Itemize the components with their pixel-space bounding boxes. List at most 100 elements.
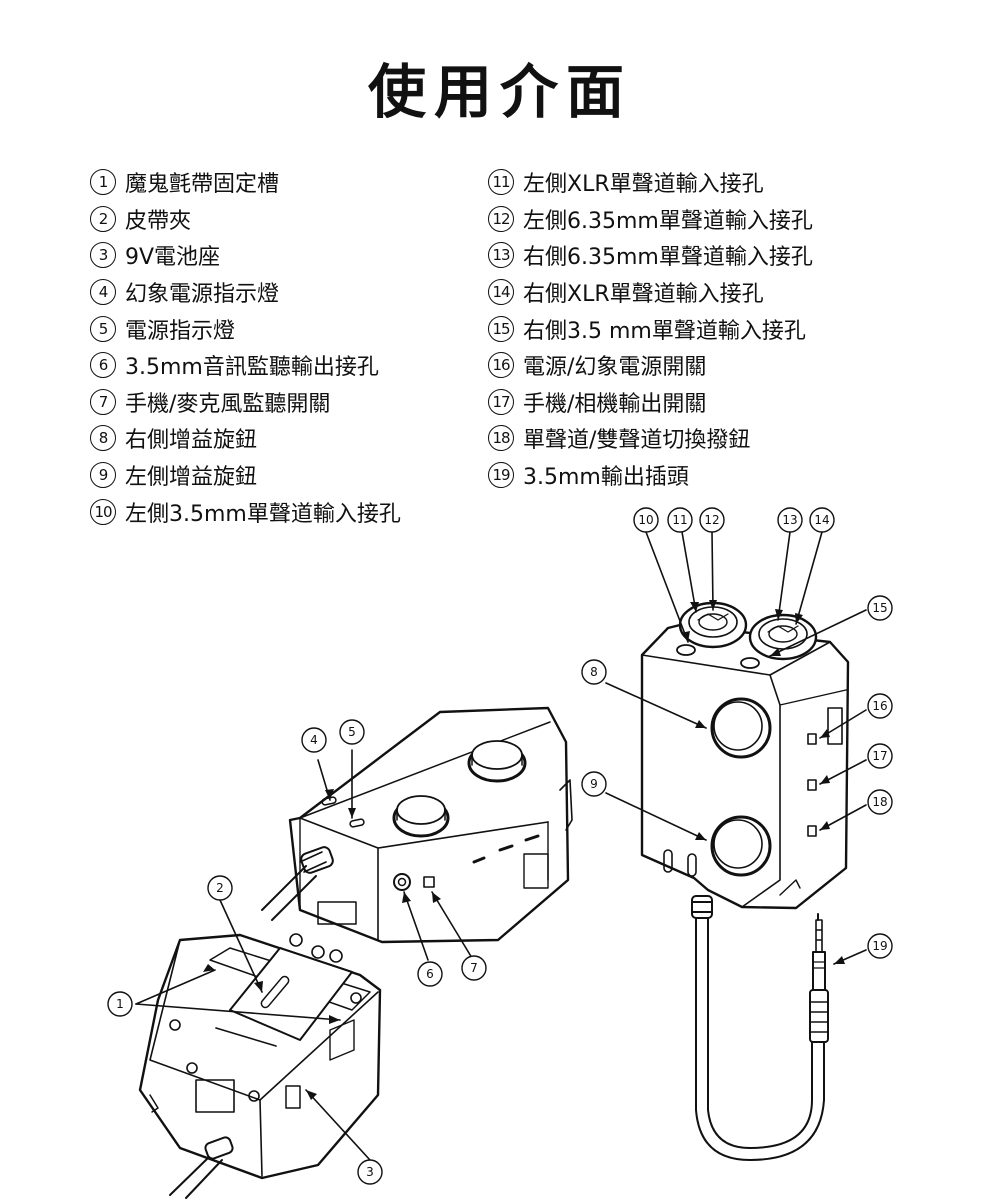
legend-number: 3 xyxy=(90,242,116,269)
legend-item: 3 9V電池座 xyxy=(90,237,401,274)
legend-left: 1 魔鬼氈帶固定槽 2 皮帶夾 3 9V電池座 4 幻象電源指示燈 5 電源指示燈 6 3.… xyxy=(90,164,401,530)
callout-6: 6 xyxy=(417,961,443,987)
callout-10: 10 xyxy=(633,507,659,533)
legend-label: 右側6.35mm單聲道輸入接孔 xyxy=(523,245,813,271)
callout-14: 14 xyxy=(809,507,835,533)
legend-label: 左側6.35mm單聲道輸入接孔 xyxy=(523,208,813,234)
callout-8: 8 xyxy=(581,659,607,685)
callout-3: 3 xyxy=(357,1159,383,1185)
legend-label: 3.5mm音訊監聽輸出接孔 xyxy=(125,355,379,381)
page-title: 使用介面 xyxy=(367,58,632,126)
legend-label: 手機/相機輸出開關 xyxy=(523,391,707,417)
callout-4: 4 xyxy=(301,727,327,753)
legend-number: 7 xyxy=(90,388,116,415)
legend-item: 12 左側6.35mm單聲道輸入接孔 xyxy=(488,201,813,238)
legend-item: 2 皮帶夾 xyxy=(90,201,401,238)
legend-item: 6 3.5mm音訊監聽輸出接孔 xyxy=(90,347,401,384)
callout-17: 17 xyxy=(867,743,893,769)
mixer-top-view xyxy=(261,706,573,944)
legend-number: 1 xyxy=(90,169,116,196)
svg-text:14: 14 xyxy=(814,513,829,527)
callout-18: 18 xyxy=(867,789,893,815)
legend-item: 5 電源指示燈 xyxy=(90,310,401,347)
legend-label: 左側XLR單聲道輸入接孔 xyxy=(523,172,764,198)
legend-item: 16 電源/幻象電源開關 xyxy=(488,347,813,384)
svg-text:13: 13 xyxy=(782,513,797,527)
svg-text:3: 3 xyxy=(366,1165,374,1179)
legend-label: 左側增益旋鈕 xyxy=(125,465,258,491)
callout-19: 19 xyxy=(867,933,893,959)
mixer-rear-view xyxy=(138,933,382,1199)
callouts: 1 2 3 4 5 6 7 8 9 10 11 12 13 14 15 16 1… xyxy=(107,507,893,1185)
legend-label: 左側3.5mm單聲道輸入接孔 xyxy=(125,501,401,527)
callout-16: 16 xyxy=(867,693,893,719)
svg-text:19: 19 xyxy=(872,939,887,953)
svg-text:6: 6 xyxy=(426,967,434,981)
legend-item: 8 右側增益旋鈕 xyxy=(90,420,401,457)
callout-5: 5 xyxy=(339,719,365,745)
legend-label: 電源/幻象電源開關 xyxy=(523,355,707,381)
svg-text:4: 4 xyxy=(310,733,318,747)
legend-number: 11 xyxy=(488,169,514,196)
legend-label: 3.5mm輸出插頭 xyxy=(523,465,689,491)
legend-number: 14 xyxy=(488,279,514,306)
legend-item: 19 3.5mm輸出插頭 xyxy=(488,457,813,494)
legend-item: 11 左側XLR單聲道輸入接孔 xyxy=(488,164,813,201)
legend-item: 14 右側XLR單聲道輸入接孔 xyxy=(488,274,813,311)
svg-text:16: 16 xyxy=(872,699,887,713)
legend-number: 16 xyxy=(488,352,514,379)
callout-7: 7 xyxy=(461,955,487,981)
legend-number: 9 xyxy=(90,462,116,489)
callout-1: 1 xyxy=(107,991,133,1017)
legend-item: 10 左側3.5mm單聲道輸入接孔 xyxy=(90,493,401,530)
legend-number: 17 xyxy=(488,388,514,415)
callout-9: 9 xyxy=(581,771,607,797)
callout-11: 11 xyxy=(667,507,693,533)
svg-text:12: 12 xyxy=(704,513,719,527)
legend-number: 12 xyxy=(488,205,514,232)
legend-item: 1 魔鬼氈帶固定槽 xyxy=(90,164,401,201)
legend-label: 右側XLR單聲道輸入接孔 xyxy=(523,282,764,308)
leader-arrowheads xyxy=(203,600,845,1100)
legend-number: 5 xyxy=(90,315,116,342)
legend-number: 4 xyxy=(90,279,116,306)
legend-number: 8 xyxy=(90,425,116,452)
legend-label: 9V電池座 xyxy=(125,245,221,271)
legend-label: 皮帶夾 xyxy=(125,208,192,234)
svg-text:18: 18 xyxy=(872,795,887,809)
legend-label: 單聲道/雙聲道切換撥鈕 xyxy=(523,428,751,454)
legend-number: 15 xyxy=(488,315,514,342)
callout-2: 2 xyxy=(207,875,233,901)
svg-text:8: 8 xyxy=(590,665,598,679)
legend-number: 10 xyxy=(90,498,116,525)
legend-label: 幻象電源指示燈 xyxy=(125,282,280,308)
legend-item: 17 手機/相機輸出開關 xyxy=(488,384,813,421)
legend-label: 手機/麥克風監聽開關 xyxy=(125,391,331,417)
svg-text:9: 9 xyxy=(590,777,598,791)
svg-text:11: 11 xyxy=(672,513,687,527)
svg-text:7: 7 xyxy=(470,961,478,975)
callout-12: 12 xyxy=(699,507,725,533)
svg-text:5: 5 xyxy=(348,725,356,739)
svg-text:17: 17 xyxy=(872,749,887,763)
legend-item: 18 單聲道/雙聲道切換撥鈕 xyxy=(488,420,813,457)
callout-13: 13 xyxy=(777,507,803,533)
legend-number: 18 xyxy=(488,425,514,452)
legend-label: 右側增益旋鈕 xyxy=(125,428,258,454)
legend-item: 9 左側增益旋鈕 xyxy=(90,457,401,494)
legend-label: 電源指示燈 xyxy=(125,318,236,344)
legend-number: 2 xyxy=(90,205,116,232)
legend-item: 4 幻象電源指示燈 xyxy=(90,274,401,311)
callout-15: 15 xyxy=(867,595,893,621)
svg-text:15: 15 xyxy=(872,601,887,615)
legend-number: 19 xyxy=(488,462,514,489)
svg-text:10: 10 xyxy=(638,513,653,527)
legend-label: 魔鬼氈帶固定槽 xyxy=(125,172,280,198)
legend-item: 7 手機/麥克風監聽開關 xyxy=(90,384,401,421)
legend-number: 6 xyxy=(90,352,116,379)
svg-text:2: 2 xyxy=(216,881,224,895)
